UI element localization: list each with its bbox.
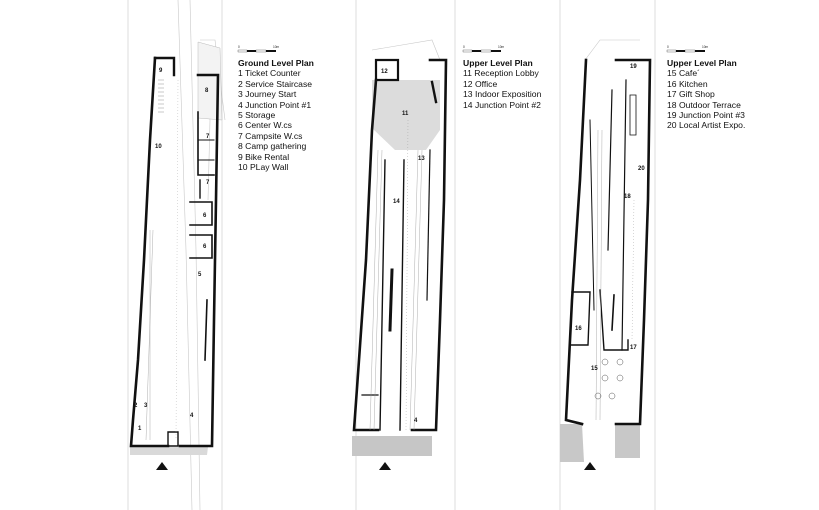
room-label: 20 xyxy=(638,166,645,172)
legend-title: Ground Level Plan xyxy=(238,58,314,68)
scale-end: 10m xyxy=(702,45,709,49)
upper2-stairs xyxy=(595,129,635,421)
upper-level-plan-1: 12 11 13 14 4 xyxy=(352,58,448,470)
upper1-lobby-floor xyxy=(372,80,440,150)
room-label: 13 xyxy=(418,156,425,162)
legend-item: 12 Office xyxy=(463,78,498,89)
upper1-paving-bottom xyxy=(352,436,432,456)
scale-bar-3: 0 10m xyxy=(666,45,709,53)
room-label: 14 xyxy=(393,199,400,205)
legend-item: 10 PLay Wall xyxy=(238,162,289,173)
ground-paving-bottom xyxy=(130,447,208,455)
scale-end: 10m xyxy=(273,45,280,49)
room-label: 11 xyxy=(402,111,409,117)
legend-item: 20 Local Artist Expo. xyxy=(667,120,746,131)
upper1-stairs xyxy=(369,119,423,431)
upper1-walls xyxy=(352,58,448,432)
ground-level-labels: 9 8 10 7 7 6 6 5 2 3 4 1 xyxy=(134,68,210,432)
legend-item: 11 Reception Lobby xyxy=(463,68,539,79)
ground-walls xyxy=(129,56,220,448)
legend-item: 13 Indoor Exposition xyxy=(463,89,542,100)
legend-upper-level-1: Upper Level Plan 11 Reception Lobby 12 O… xyxy=(463,58,541,110)
scale-start: 0 xyxy=(667,45,669,49)
room-label: 10 xyxy=(155,144,162,150)
legend-list: 15 Cafe´ 16 Kitchen 17 Gift Shop 18 Outd… xyxy=(667,68,745,130)
room-label: 6 xyxy=(203,244,207,250)
legend-item: 17 Gift Shop xyxy=(667,89,715,100)
room-label: 9 xyxy=(159,68,163,74)
legend-item: 3 Journey Start xyxy=(238,89,297,100)
scale-start: 0 xyxy=(238,45,240,49)
scale-end: 10m xyxy=(498,45,505,49)
legend-item: 2 Service Staircase xyxy=(238,78,313,89)
room-label: 15 xyxy=(591,366,598,372)
room-label: 12 xyxy=(381,69,388,75)
legend-list: 1 Ticket Counter 2 Service Staircase 3 J… xyxy=(238,68,314,172)
upper2-paving-right xyxy=(615,424,640,458)
legend-item: 9 Bike Rental xyxy=(238,151,290,162)
upper2-paving-bottom xyxy=(560,424,584,462)
legend-item: 16 Kitchen xyxy=(667,78,708,89)
legend-item: 1 Ticket Counter xyxy=(238,68,301,79)
legend-item: 4 Junction Point #1 xyxy=(238,99,312,110)
scale-bar-2: 0 10m xyxy=(462,45,505,53)
ground-paving-top xyxy=(197,41,223,121)
legend-title: Upper Level Plan xyxy=(463,58,533,68)
entrance-arrow-icon xyxy=(379,462,391,470)
legend-ground-level: Ground Level Plan 1 Ticket Counter 2 Ser… xyxy=(238,58,314,172)
ground-level-plan: 9 8 10 7 7 6 6 5 2 3 4 1 xyxy=(129,41,223,470)
scale-start: 0 xyxy=(463,45,465,49)
cafe-tables xyxy=(594,358,624,400)
legend-list: 11 Reception Lobby 12 Office 13 Indoor E… xyxy=(463,68,541,110)
room-label: 1 xyxy=(138,426,142,432)
room-label: 4 xyxy=(190,413,194,419)
legend-item: 8 Camp gathering xyxy=(238,141,307,152)
room-label: 8 xyxy=(205,88,209,94)
legend-title: Upper Level Plan xyxy=(667,58,737,68)
room-label: 6 xyxy=(203,213,207,219)
room-label: 18 xyxy=(624,194,631,200)
legend-item: 14 Junction Point #2 xyxy=(463,99,541,110)
room-label: 5 xyxy=(198,272,202,278)
room-label: 3 xyxy=(144,403,148,409)
site-guide-lines xyxy=(127,0,656,510)
upper-level-1-labels: 12 11 13 14 4 xyxy=(381,69,425,424)
room-label: 19 xyxy=(630,64,637,70)
ground-stairs xyxy=(145,79,179,441)
room-label: 16 xyxy=(575,326,582,332)
legend-item: 18 Outdoor Terrace xyxy=(667,99,741,110)
room-label: 7 xyxy=(206,134,210,140)
legend-item: 7 Campsite W.cs xyxy=(238,130,303,141)
upper-level-plan-2: 19 20 18 16 17 15 xyxy=(560,58,652,470)
legend-item: 5 Storage xyxy=(238,110,276,121)
upper2-walls xyxy=(564,58,652,426)
legend-item: 15 Cafe´ xyxy=(667,68,700,79)
legend-upper-level-2: Upper Level Plan 15 Cafe´ 16 Kitchen 17 … xyxy=(667,58,745,131)
entrance-arrow-icon xyxy=(156,462,168,470)
scale-bar-1: 0 10m xyxy=(237,45,280,53)
entrance-arrow-icon xyxy=(584,462,596,470)
room-label: 17 xyxy=(630,345,637,351)
room-label: 2 xyxy=(134,403,138,409)
room-label: 7 xyxy=(206,180,210,186)
upper-level-2-labels: 19 20 18 16 17 15 xyxy=(575,64,645,372)
legend-item: 6 Center W.cs xyxy=(238,120,292,131)
room-label: 4 xyxy=(414,418,418,424)
legend-item: 19 Junction Point #3 xyxy=(667,110,745,121)
